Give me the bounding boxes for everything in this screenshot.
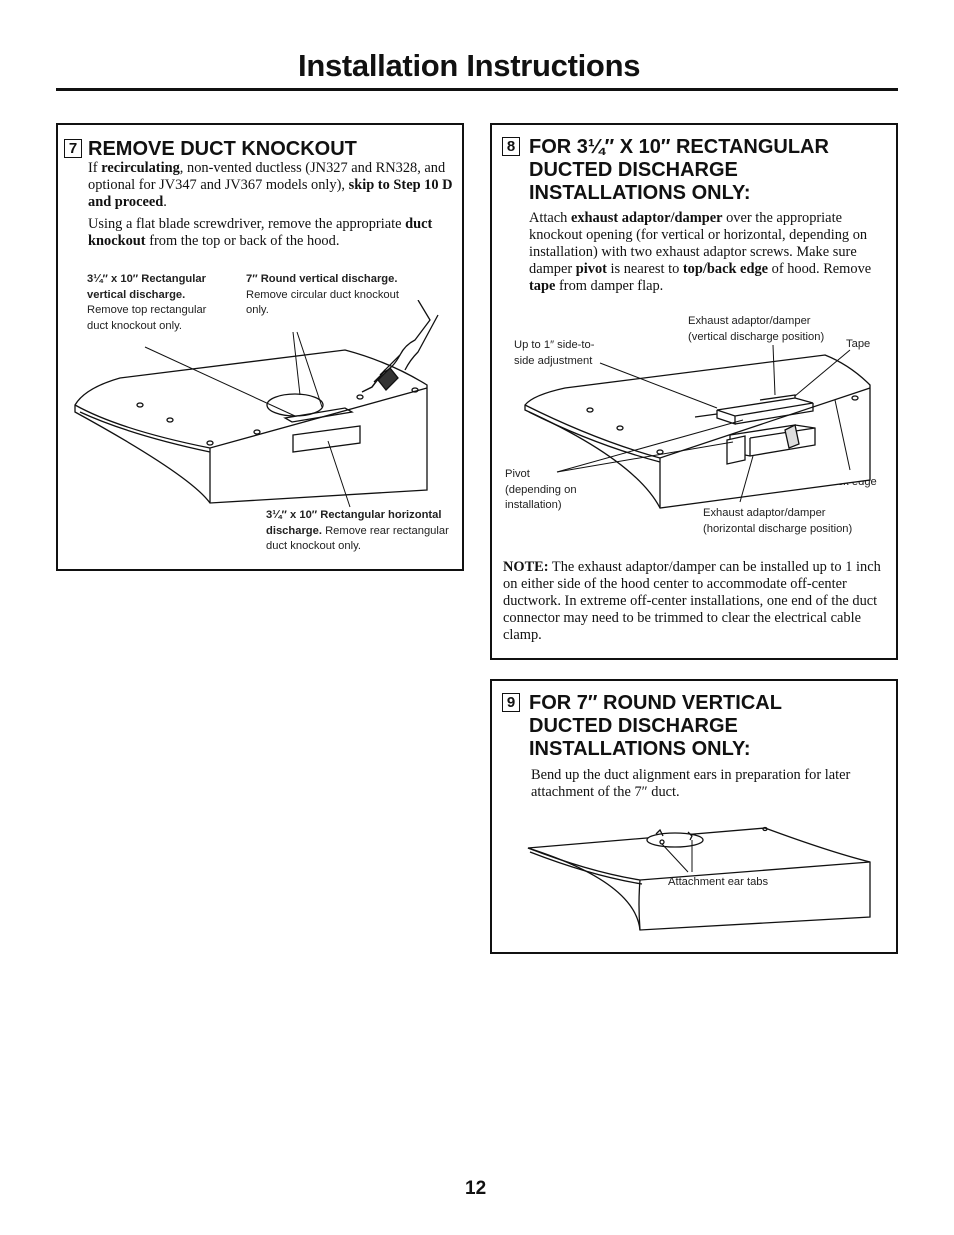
step-8-panel (490, 123, 898, 660)
round-duct-hood-illustration (527, 826, 871, 931)
title-rule (56, 88, 898, 91)
step-7-number: 7 (64, 139, 82, 158)
page-title: Installation Instructions (298, 48, 641, 83)
tape-label: Tape (846, 338, 871, 350)
side-adjust-label: Up to 1″ side-to-side adjustment (514, 339, 595, 367)
pivot-label: Pivot (depending on installation) (505, 468, 577, 511)
step-8-paragraph-1: Attach exhaust adaptor/damper over the a… (529, 210, 872, 294)
step-8-number: 8 (502, 137, 520, 156)
step-7-panel (56, 123, 464, 571)
page-number: 12 (465, 1178, 487, 1199)
step-9-paragraph-1: Bend up the duct alignment ears in prepa… (531, 767, 851, 800)
adaptor-horizontal-label: Exhaust adaptor/damper (horizontal disch… (703, 507, 853, 535)
hood-knockout-illustration (74, 300, 439, 508)
step-7-paragraph-2: Using a flat blade screwdriver, remove t… (88, 216, 433, 249)
step-7-paragraph-1: If recirculating, non-vented ductless (J… (88, 160, 453, 210)
rect-vertical-label: 3¼″ x 10″ Rectangular vertical discharge… (87, 273, 207, 332)
step-9-panel (490, 679, 898, 954)
step-8-heading: FOR 3¼″ X 10″ RECTANGULAR DUCTED DISCHAR… (529, 136, 829, 204)
adaptor-vertical-label: Exhaust adaptor/damper (vertical dischar… (688, 315, 825, 343)
step-7-heading: REMOVE DUCT KNOCKOUT (88, 138, 357, 160)
damper-illustration (524, 344, 871, 509)
step-8-note: NOTE: The exhaust adaptor/damper can be … (503, 559, 881, 643)
step-9-heading: FOR 7″ ROUND VERTICAL DUCTED DISCHARGE I… (529, 692, 782, 760)
ear-tabs-label: Attachment ear tabs (668, 876, 769, 888)
round-vertical-label: 7″ Round vertical discharge. Remove circ… (246, 273, 399, 316)
rect-horizontal-label: 3¼″ x 10″ Rectangular horizontal dischar… (266, 509, 449, 552)
step-9-number: 9 (502, 693, 520, 712)
